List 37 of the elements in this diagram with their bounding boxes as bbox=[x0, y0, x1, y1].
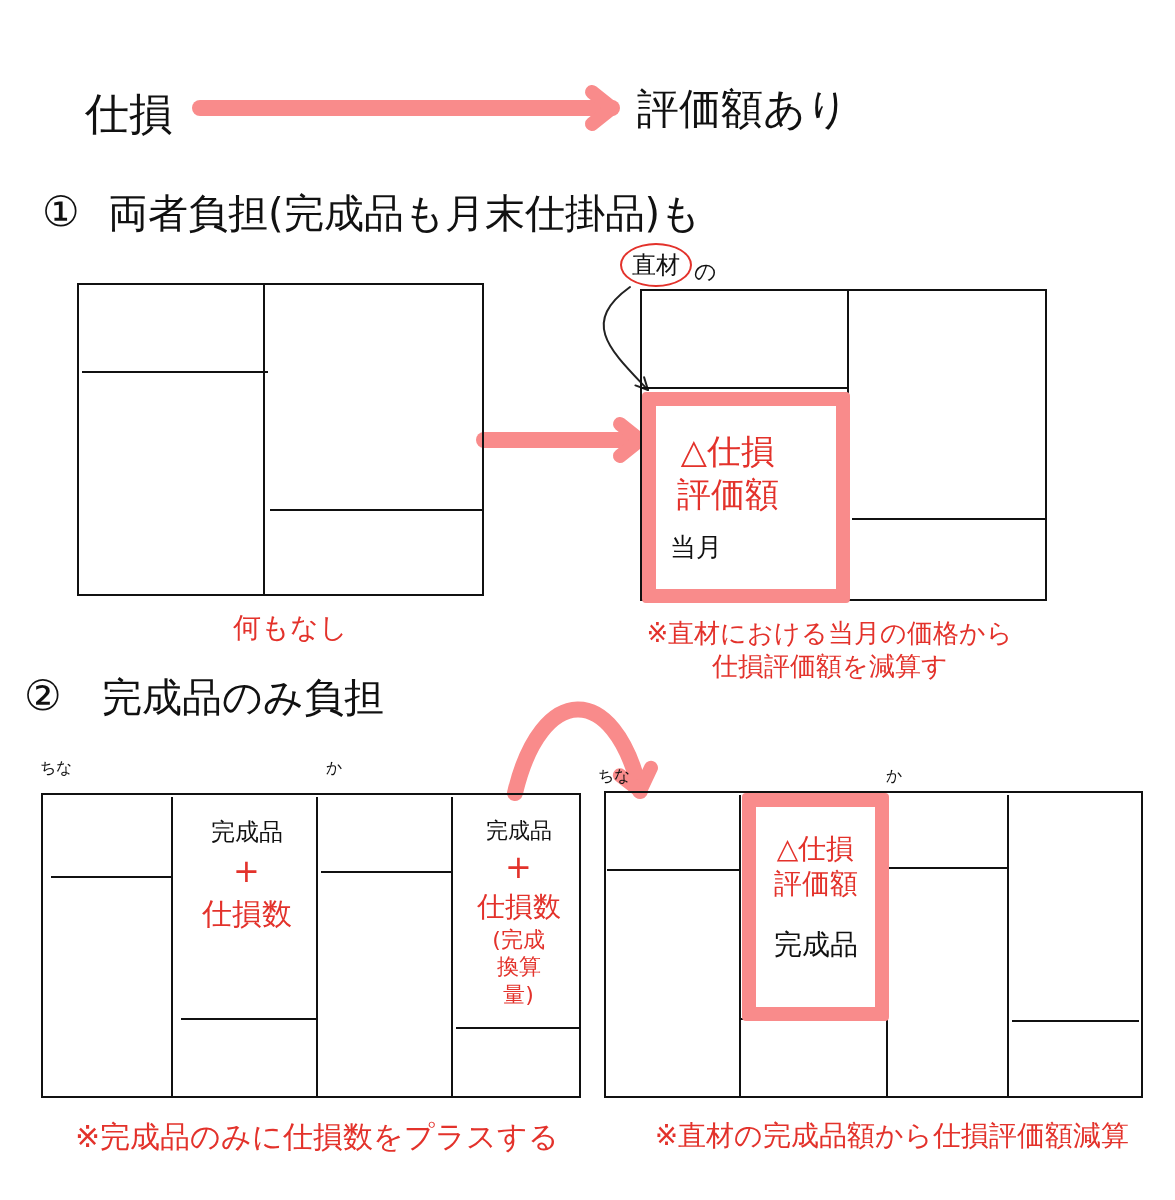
arrow bbox=[507, 701, 657, 801]
handwritten-text: 仕損 bbox=[85, 86, 173, 141]
annotation-text: ※直材における当月の価格から仕損評価額を減算す bbox=[645, 617, 1015, 682]
handwritten-text: △仕損評価額 bbox=[675, 430, 780, 515]
handwritten-text: △仕損評価額 bbox=[772, 831, 859, 901]
circled-label bbox=[620, 243, 692, 287]
note-text: ちな bbox=[40, 758, 72, 778]
highlighted-cell bbox=[742, 793, 889, 1021]
t-account-box bbox=[640, 289, 1047, 601]
section-number: ① bbox=[42, 186, 80, 238]
annotation-text: ※直材の完成品額から仕損評価額減算 bbox=[653, 1118, 1131, 1153]
arrow bbox=[602, 286, 649, 391]
arrow bbox=[192, 85, 620, 131]
annotation-text: 何もなし bbox=[231, 610, 349, 645]
handwritten-text: (完成換算量) bbox=[491, 925, 546, 1008]
handwritten-text: 当月 bbox=[670, 531, 722, 564]
annotation-text: ※完成品のみに仕損数をプラスする bbox=[73, 1118, 561, 1156]
annotation-text: の bbox=[694, 258, 717, 286]
handwritten-text: 直材 bbox=[632, 250, 680, 280]
t-account-box bbox=[77, 283, 484, 596]
handwritten-text: 評価額あり bbox=[637, 82, 849, 135]
handwritten-text: + bbox=[233, 851, 260, 891]
highlighted-cell bbox=[642, 392, 850, 603]
note-text: か bbox=[326, 758, 342, 778]
handwritten-text: 完成品 bbox=[485, 817, 552, 845]
section-number: ② bbox=[24, 670, 62, 722]
t-account-box bbox=[41, 793, 581, 1098]
section-heading: 完成品のみ負担 bbox=[102, 673, 384, 722]
handwritten-text: 完成品 bbox=[210, 817, 283, 847]
handwritten-text: 仕損数 bbox=[476, 888, 561, 924]
note-text: か bbox=[886, 766, 902, 786]
section-heading: 両者負担(完成品も月末仕掛品)も bbox=[108, 189, 702, 238]
note-text: ちな bbox=[598, 766, 630, 786]
handwritten-text: + bbox=[505, 846, 532, 887]
handwritten-text: 仕損数 bbox=[201, 895, 292, 933]
handwritten-text: 完成品 bbox=[773, 927, 858, 962]
t-account-box bbox=[604, 791, 1143, 1098]
